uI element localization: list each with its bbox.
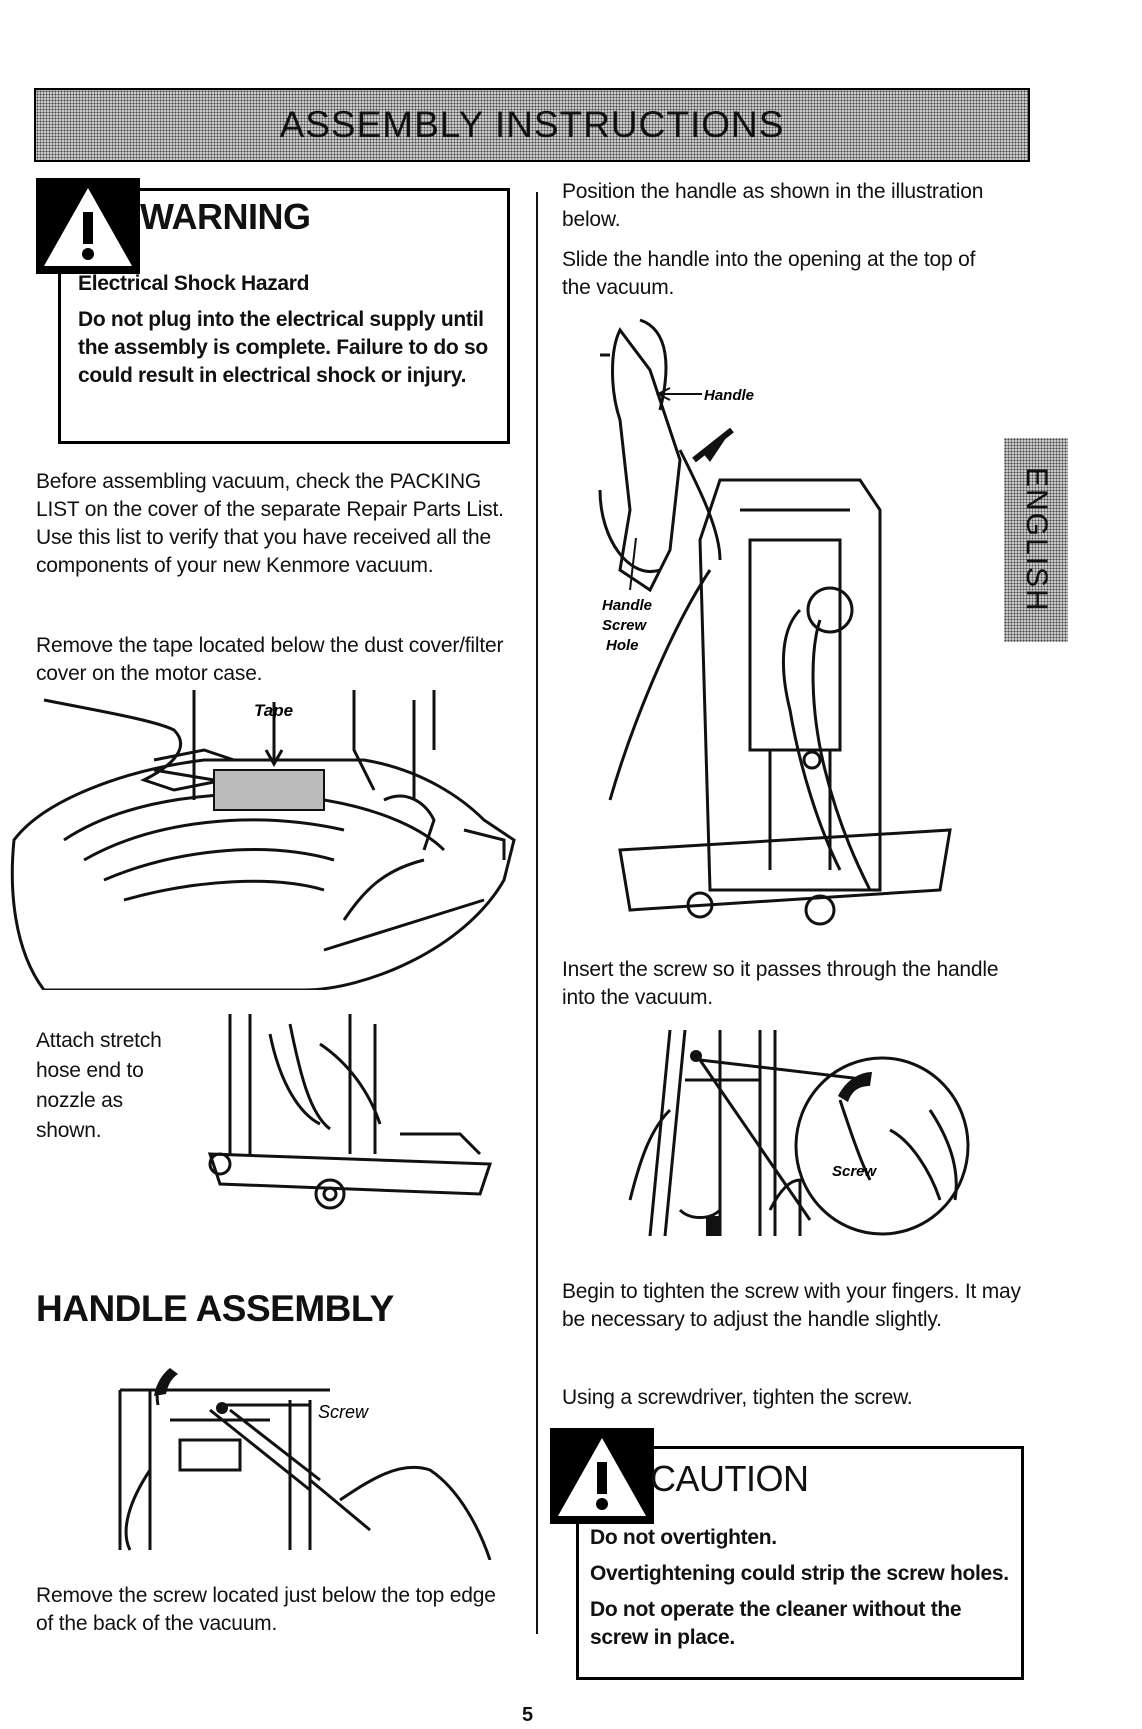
caution-title: CAUTION [650, 1458, 809, 1499]
slide-handle-paragraph: Slide the handle into the opening at the… [562, 248, 976, 299]
handle-label: Handle [704, 387, 754, 404]
warning-icon-block [36, 178, 140, 274]
caution-box [576, 1446, 1024, 1680]
caution-line-2: Overtightening could strip the screw hol… [590, 1562, 1009, 1585]
tighten-screwdriver-paragraph: Using a screwdriver, tighten the screw. [562, 1386, 913, 1409]
insert-screw-paragraph: Insert the screw so it passes through th… [562, 958, 999, 1009]
screw-label-right: Screw [832, 1163, 878, 1180]
tighten-fingers-paragraph: Begin to tighten the screw with your fin… [562, 1280, 1021, 1331]
caution-line-1: Do not overtighten. [590, 1526, 777, 1549]
handle-screw-hole-label-3: Hole [606, 637, 639, 654]
caution-icon-block [550, 1428, 654, 1524]
packing-list-paragraph: Before assembling vacuum, check the PACK… [36, 470, 504, 577]
handle-assembly-heading: HANDLE ASSEMBLY [36, 1288, 394, 1329]
tape-label: Tape [254, 701, 293, 720]
remove-screw-paragraph: Remove the screw located just below the … [36, 1584, 496, 1635]
caution-body: Do not overtighten. Overtightening could… [590, 1524, 1010, 1660]
page-number: 5 [522, 1704, 534, 1726]
screw-label-left: Screw [318, 1402, 369, 1422]
attach-hose-paragraph: Attach stretch hose end to nozzle as sho… [36, 1029, 162, 1142]
warning-body: Do not plug into the electrical supply u… [78, 308, 488, 387]
section-banner: ASSEMBLY INSTRUCTIONS [34, 88, 1030, 162]
caution-triangle-icon [558, 1438, 646, 1516]
remove-tape-paragraph: Remove the tape located below the dust c… [36, 634, 504, 685]
column-divider [536, 192, 538, 1634]
warning-box [58, 188, 510, 444]
remove-screw-illustration: Screw [118, 1368, 492, 1560]
handle-insert-illustration: Handle Handle Screw Hole [598, 318, 952, 926]
hose-nozzle-illustration [207, 1014, 493, 1210]
tape-illustration: Tape [10, 690, 516, 990]
banner-title: ASSEMBLY INSTRUCTIONS [279, 104, 785, 145]
handle-screw-hole-label-2: Screw [602, 617, 648, 634]
handle-screw-hole-label-1: Handle [602, 597, 652, 614]
caution-line-3: Do not operate the cleaner without the s… [590, 1598, 962, 1649]
language-tab: ENGLISH [1004, 438, 1068, 642]
insert-screw-illustration: Screw [628, 1029, 970, 1236]
warning-triangle-icon [44, 188, 132, 266]
position-handle-paragraph: Position the handle as shown in the illu… [562, 180, 984, 231]
language-tab-label: ENGLISH [1020, 467, 1053, 613]
warning-subtitle: Electrical Shock Hazard [78, 272, 310, 295]
warning-title: WARNING [140, 196, 311, 237]
